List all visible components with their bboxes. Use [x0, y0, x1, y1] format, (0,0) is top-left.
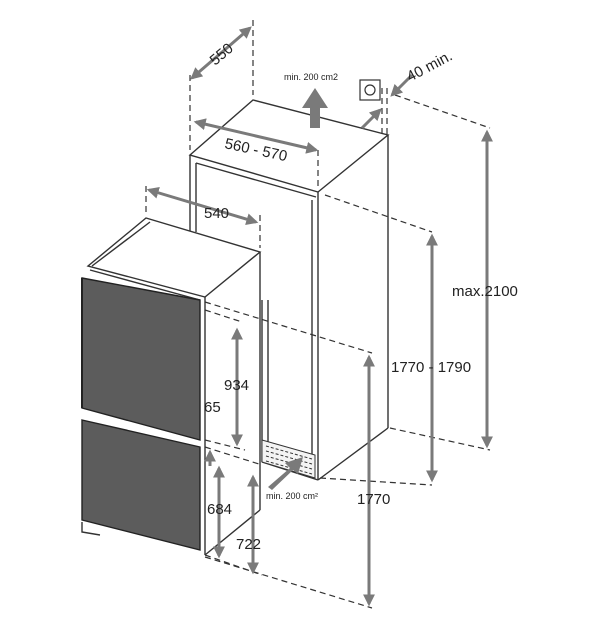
bottom-airflow-arrow [268, 457, 303, 490]
label-bottom-vent: min. 200 cm² [266, 491, 318, 501]
label-freezer-height: 722 [236, 536, 261, 553]
extension-lines [145, 20, 491, 609]
dimension-arrows [146, 26, 493, 607]
label-gap: 65 [204, 399, 221, 416]
label-fridge-door: 934 [224, 377, 249, 394]
top-airflow-arrow [302, 88, 328, 128]
label-max-height: max.2100 [452, 283, 518, 300]
appliance-body [86, 217, 262, 556]
fridge-door [81, 277, 201, 441]
label-width-niche: 560 - 570 [223, 135, 289, 165]
label-depth-appliance: 540 [204, 205, 229, 222]
label-top-clearance: 40 min. [404, 47, 455, 85]
niche-cabinet [188, 99, 390, 481]
label-niche-height: 1770 - 1790 [391, 359, 471, 376]
label-top-vent: min. 200 cm2 [284, 72, 338, 82]
clearance-symbol-icon [359, 79, 381, 101]
bottom-vent-grille [261, 439, 316, 479]
label-appliance-height: 1770 [357, 491, 390, 508]
label-freezer-door: 684 [207, 501, 232, 518]
freezer-door [81, 419, 201, 551]
appliance-plinth [81, 522, 101, 536]
